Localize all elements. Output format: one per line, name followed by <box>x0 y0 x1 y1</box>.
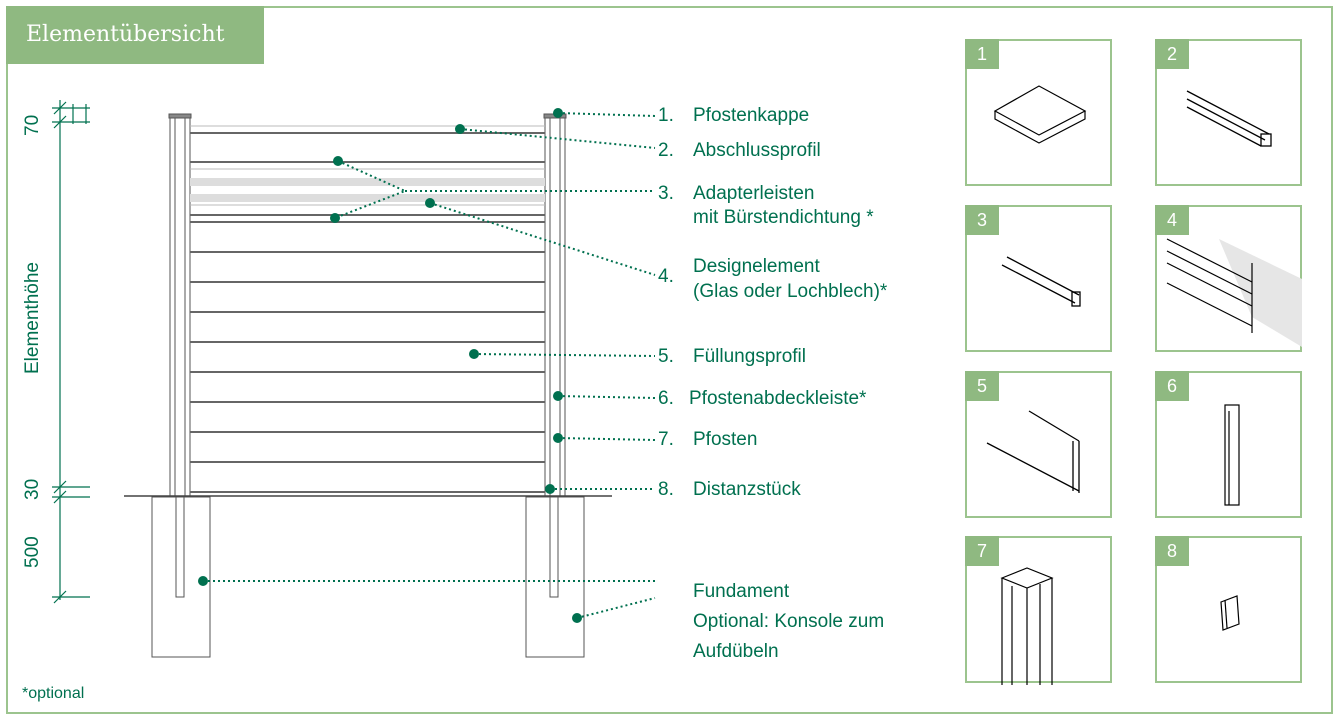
callout-label: Adapterleisten <box>693 183 815 204</box>
slats <box>190 125 545 493</box>
panel-number: 5 <box>965 371 999 401</box>
callout-num: 3. <box>658 183 674 204</box>
dimension-line <box>52 100 90 604</box>
part-panel-8: 8 <box>1155 536 1302 683</box>
post-cap-icon <box>993 85 1087 144</box>
callout-num: 1. <box>658 105 674 126</box>
panel-number: 7 <box>965 536 999 566</box>
callout-label: Abschlussprofil <box>693 140 821 161</box>
callout-label: mit Bürstendichtung * <box>693 207 874 228</box>
leader-lines <box>203 112 656 619</box>
callout-dots <box>198 108 582 623</box>
part-panel-5: 5 <box>965 371 1112 518</box>
callout-num: 2. <box>658 140 674 161</box>
callout-label: Distanzstück <box>693 479 801 500</box>
infill-profile-icon <box>986 410 1080 493</box>
callout-label: Pfostenabdeckleiste* <box>689 388 867 409</box>
callout-num: 6. <box>658 388 674 409</box>
design-element-icon <box>1166 238 1302 347</box>
callout-label: (Glas oder Lochblech)* <box>693 281 888 302</box>
foundation-label: Optional: Konsole zum <box>693 611 885 632</box>
callout-label: Pfostenkappe <box>693 105 810 126</box>
foundation-label: Aufdübeln <box>693 641 779 662</box>
footnote: *optional <box>22 685 85 702</box>
part-panel-3: 3 <box>965 205 1112 352</box>
part-panel-2: 2 <box>1155 39 1302 186</box>
foundation-label: Fundament <box>693 581 790 602</box>
part-panel-6: 6 <box>1155 371 1302 518</box>
callout-label: Designelement <box>693 256 820 277</box>
post-cover-icon <box>1224 404 1240 506</box>
dim-foundation: 500 <box>22 536 43 568</box>
part-panel-1: 1 <box>965 39 1112 186</box>
dim-height-label: Elementhöhe <box>22 262 43 374</box>
callout-num: 5. <box>658 346 674 367</box>
dim-bottom: 30 <box>22 478 43 500</box>
panel-number: 2 <box>1155 39 1189 69</box>
dim-top: 70 <box>22 114 43 136</box>
callout-num: 7. <box>658 429 674 450</box>
fence-drawing <box>52 100 656 658</box>
post-left <box>169 116 191 498</box>
callout-label: Pfosten <box>693 429 758 450</box>
spacer-icon <box>1220 595 1240 631</box>
panel-number: 4 <box>1155 205 1189 235</box>
panel-number: 1 <box>965 39 999 69</box>
panel-number: 8 <box>1155 536 1189 566</box>
end-profile-icon <box>1186 90 1272 147</box>
adapter-strip-icon <box>1001 256 1081 307</box>
callout-num: 8. <box>658 479 674 500</box>
callout-label: Füllungsprofil <box>693 346 806 367</box>
part-panel-7: 7 <box>965 536 1112 685</box>
diagram-frame <box>6 6 1333 714</box>
post-icon <box>1000 567 1054 685</box>
page-title: Elementübersicht <box>6 6 264 64</box>
panel-number: 3 <box>965 205 999 235</box>
part-panel-4: 4 <box>1155 205 1302 352</box>
panel-number: 6 <box>1155 371 1189 401</box>
callout-num: 4. <box>658 266 674 287</box>
